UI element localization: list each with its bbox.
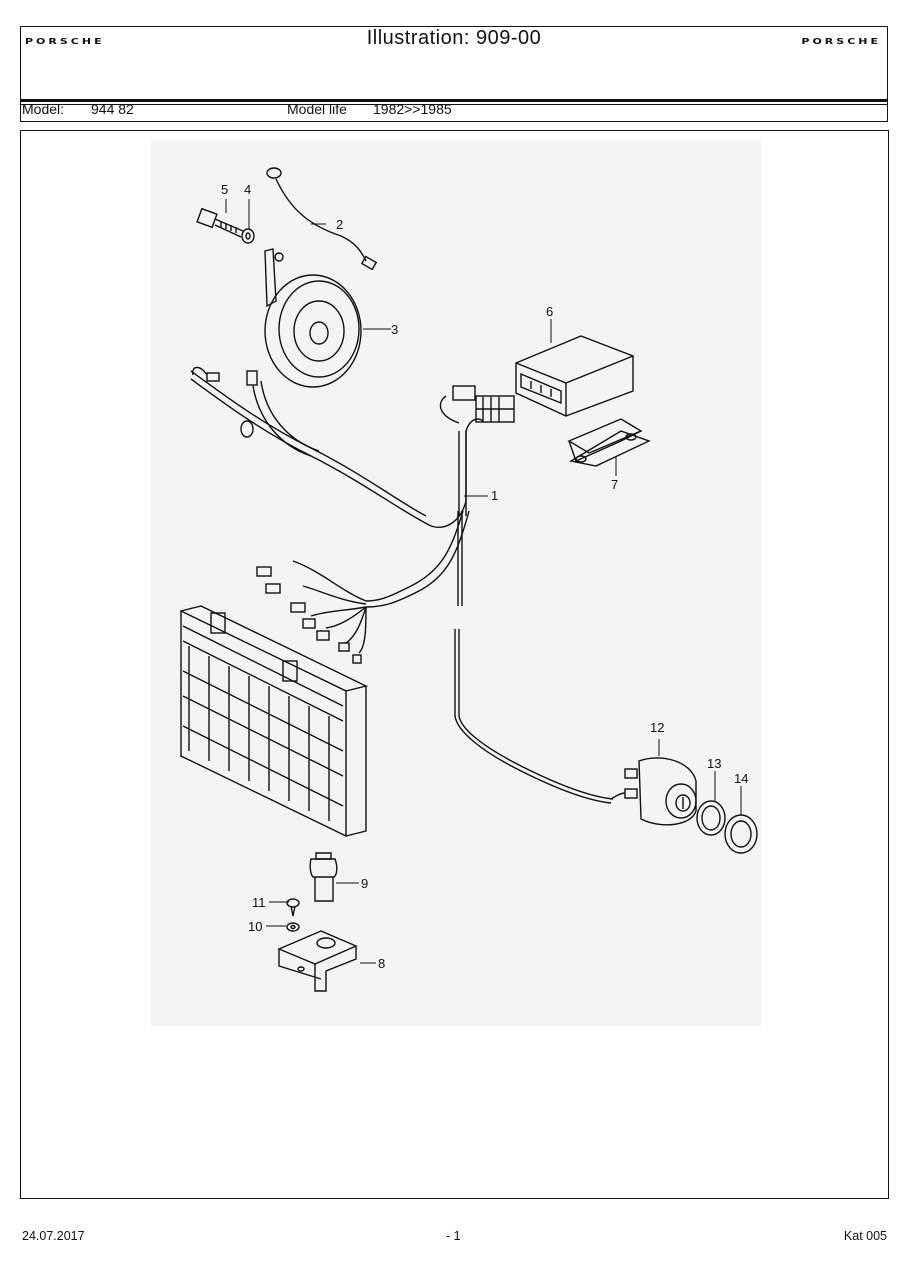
ignition-switch-part	[610, 757, 697, 826]
footer-page: - 1	[446, 1229, 461, 1243]
control-unit-part	[515, 335, 634, 417]
callout-4: 4	[244, 182, 251, 197]
footer-date: 24.07.2017	[22, 1229, 85, 1243]
screw-part	[286, 898, 300, 917]
brand-logo-right: PORSCHE	[801, 37, 881, 47]
brand-logo-left: PORSCHE	[25, 37, 105, 47]
switch-bracket-part	[277, 930, 358, 992]
switch-part	[309, 852, 338, 902]
bolt-part	[196, 207, 244, 238]
model-label: Model:	[22, 101, 65, 117]
callout-10: 10	[248, 919, 262, 934]
illustration-title: Illustration: 909-00	[366, 27, 542, 49]
sealing-ring-part	[696, 800, 726, 836]
model-value: 944 82	[91, 101, 134, 117]
callout-numbers: 1 2 3 4 5 6 7 8 9 10 11 12 13 14	[221, 182, 748, 971]
callout-9: 9	[361, 876, 368, 891]
callout-11: 11	[252, 895, 266, 910]
illustration-panel: 1 2 3 4 5 6 7 8 9 10 11 12 13 14	[20, 130, 889, 1199]
header-rule-thin	[21, 104, 887, 105]
relay-bracket-part	[567, 418, 651, 467]
wiring-harness-part	[190, 366, 614, 804]
callout-leaders	[225, 199, 742, 964]
callout-7: 7	[611, 477, 618, 492]
callout-8: 8	[378, 956, 385, 971]
callout-3: 3	[391, 322, 398, 337]
model-life-value: 1982>>1985	[373, 101, 452, 117]
illustration-background	[151, 141, 761, 1026]
callout-6: 6	[546, 304, 553, 319]
parts-diagram: 1 2 3 4 5 6 7 8 9 10 11 12 13 14	[151, 141, 761, 1026]
callout-13: 13	[707, 756, 721, 771]
model-life-label: Model life	[287, 101, 347, 117]
callout-2: 2	[336, 217, 343, 232]
callout-14: 14	[734, 771, 748, 786]
small-washer-part	[286, 922, 300, 932]
callout-1: 1	[491, 488, 498, 503]
footer-catalog: Kat 005	[843, 1229, 887, 1243]
fuse-box-part	[180, 605, 369, 838]
header-rule-thick	[21, 99, 887, 102]
washer-part	[241, 228, 255, 244]
callout-12: 12	[650, 720, 664, 735]
horn-part	[264, 248, 362, 388]
callout-5: 5	[221, 182, 228, 197]
header-frame: PORSCHE Illustration: 909-00 PORSCHE Mod…	[20, 26, 888, 122]
ground-cable-part	[266, 167, 378, 271]
